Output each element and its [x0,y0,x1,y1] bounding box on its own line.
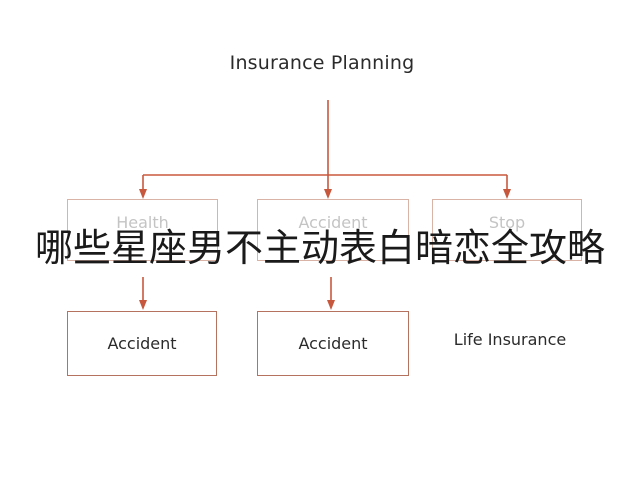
overlay-headline: 哪些星座男不主动表白暗恋全攻略 [34,226,605,270]
node-stop-label: Stop [488,212,526,232]
node-health-label: Health [116,212,169,232]
node-health: Health [67,199,218,261]
node-accident-middle: Accident [257,311,409,376]
node-accident-left: Accident [67,311,217,376]
diagram-title: Insurance Planning [229,52,415,74]
node-stop: Stop [432,199,582,261]
node-accident-left-label: Accident [107,334,177,353]
node-accident-top-label: Accident [298,212,368,232]
node-life-insurance-label: Life Insurance [453,330,567,349]
node-accident-middle-label: Accident [298,334,368,353]
node-accident-top: Accident [257,199,409,261]
